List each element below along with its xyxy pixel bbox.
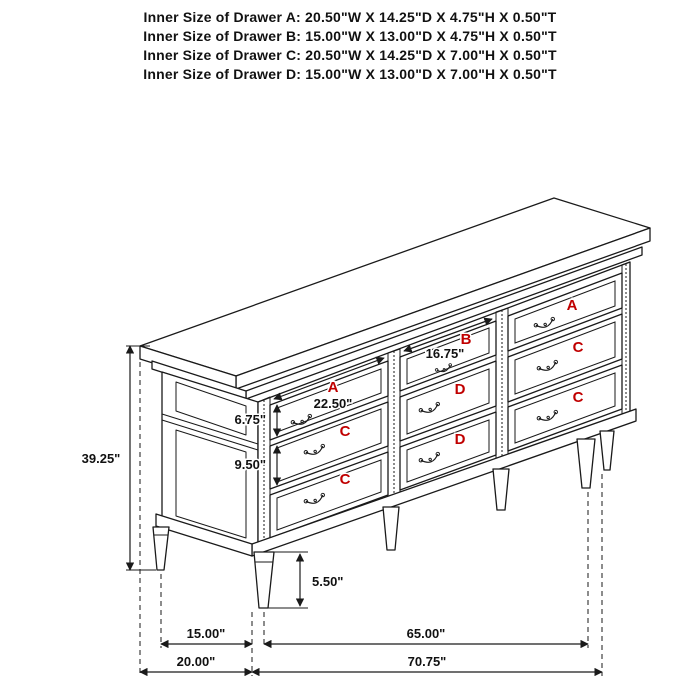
leg-height-label: 5.50" [312,574,343,589]
overall-width-label: 70.75" [408,654,447,669]
dimension-lines [125,317,603,677]
drawer-size-header: Inner Size of Drawer A: 20.50"W X 14.25"… [0,8,700,84]
side-panel-lower [175,429,247,539]
drawer-b-size-line: Inner Size of Drawer B: 15.00"W X 13.00"… [143,28,557,44]
drawer-c-size-line: Inner Size of Drawer C: 20.50"W X 14.25"… [143,47,557,63]
drawer-a-size-line: Inner Size of Drawer A: 20.50"W X 14.25"… [143,9,557,25]
lower-drawer-height-label: 9.50" [235,457,266,472]
drawer-right-bottom [507,364,623,452]
label-drawer-c-left-bot: C [340,471,351,488]
drawer-right-middle [507,313,623,403]
label-drawer-a-right: A [567,297,578,314]
side-leg-span-label: 15.00" [187,626,226,641]
side-panel-upper [175,381,247,436]
drawer-center-middle [399,360,497,442]
label-drawer-a-left: A [328,379,339,396]
front-leg-span-label: 65.00" [407,626,446,641]
top-drawer-height-label: 6.75" [235,412,266,427]
center-drawer-width-label: 16.75" [426,346,465,361]
drawer-right-top [507,272,623,352]
label-drawer-c-right-bot: C [573,389,584,406]
drawer-center-bottom [399,411,497,491]
dresser-base [155,408,637,557]
drawer-fronts [269,272,623,539]
label-drawer-d-bot: D [455,431,466,448]
dimension-labels: 39.25" 22.50" 16.75" 6.75" 9.50" 5.50" 1… [80,345,466,671]
drawer-left-bottom [269,451,389,539]
dresser-legs [152,430,615,609]
label-drawer-c-right-mid: C [573,339,584,356]
side-drawer-width-label: 22.50" [314,396,353,411]
overall-depth-label: 20.00" [177,654,216,669]
label-drawer-c-left-mid: C [340,423,351,440]
overall-height-label: 39.25" [82,451,121,466]
drawer-d-size-line: Inner Size of Drawer D: 15.00"W X 13.00"… [143,66,557,82]
label-drawer-d-mid: D [455,381,466,398]
